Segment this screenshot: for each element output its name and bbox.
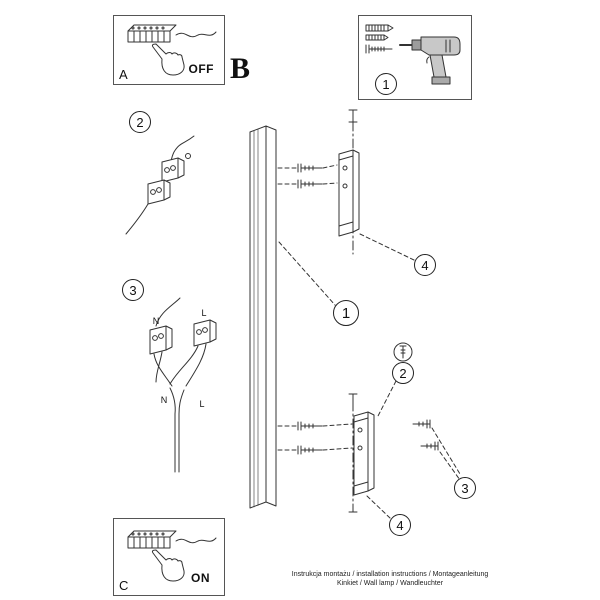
lamp-drawing (249, 125, 277, 509)
wall-plug-icon (365, 24, 394, 32)
wire-label-n-top: N (153, 316, 160, 326)
wire (169, 343, 207, 387)
wire-label-l-bottom: L (199, 399, 204, 409)
panel-c: C ON (113, 518, 225, 596)
wall-plug-icon (365, 34, 389, 41)
bracket-top-callout: 4 (414, 254, 436, 276)
connector-assembly-drawing (125, 135, 195, 235)
toolbox-step-callout: 1 (375, 73, 397, 95)
mounting-screw-icon (277, 163, 338, 173)
footer-line1: Instrukcja montażu / installation instru… (291, 571, 489, 578)
leader-line (359, 233, 415, 261)
plugs-callout: 2 (392, 362, 414, 384)
panel-a-label: A (119, 67, 128, 82)
screw-detail-icon (393, 342, 413, 362)
wall-bracket-top (338, 149, 360, 237)
footer: Instrukcja montażu / installation instru… (250, 570, 530, 588)
mounting-axis-line (348, 393, 358, 513)
screws-callout: 3 (454, 477, 476, 499)
panel-c-state: ON (191, 571, 210, 585)
assembly-drawing (249, 109, 461, 519)
wire (155, 297, 181, 327)
wire (153, 351, 173, 387)
wire (125, 203, 149, 235)
drill-icon (399, 36, 461, 85)
mains-cable (174, 413, 180, 473)
panel-c-label: C (119, 578, 129, 593)
step3-callout: 3 (122, 279, 144, 301)
lamp-callout: 1 (333, 300, 359, 326)
section-label-b: B (230, 52, 251, 85)
step2-callout: 2 (129, 111, 151, 133)
tools-drawing (365, 24, 461, 85)
mains-wiring-drawing: N L N L (149, 297, 217, 473)
connector-block-icon (149, 325, 167, 355)
wire (169, 387, 185, 415)
panel-a: A OFF (113, 15, 225, 85)
mounting-screw-icon (277, 421, 353, 431)
mounting-screw-icon (277, 445, 353, 455)
leader-line (366, 495, 391, 519)
screw-icon (365, 44, 393, 54)
leader-line (377, 380, 397, 417)
panel-a-state: OFF (188, 62, 214, 76)
wall-bracket-bottom (353, 411, 375, 496)
mounting-screw-icon (277, 179, 338, 189)
wire-label-n-bottom: N (161, 395, 168, 405)
wire-label-l-top: L (201, 308, 206, 318)
footer-line2: Kinkiet / Wall lamp / Wandleuchter (336, 580, 444, 587)
screw-head-icon (185, 153, 191, 159)
leader-line (278, 241, 336, 306)
fixing-screw-icon (412, 419, 461, 481)
bracket-bottom-callout: 4 (389, 514, 411, 536)
